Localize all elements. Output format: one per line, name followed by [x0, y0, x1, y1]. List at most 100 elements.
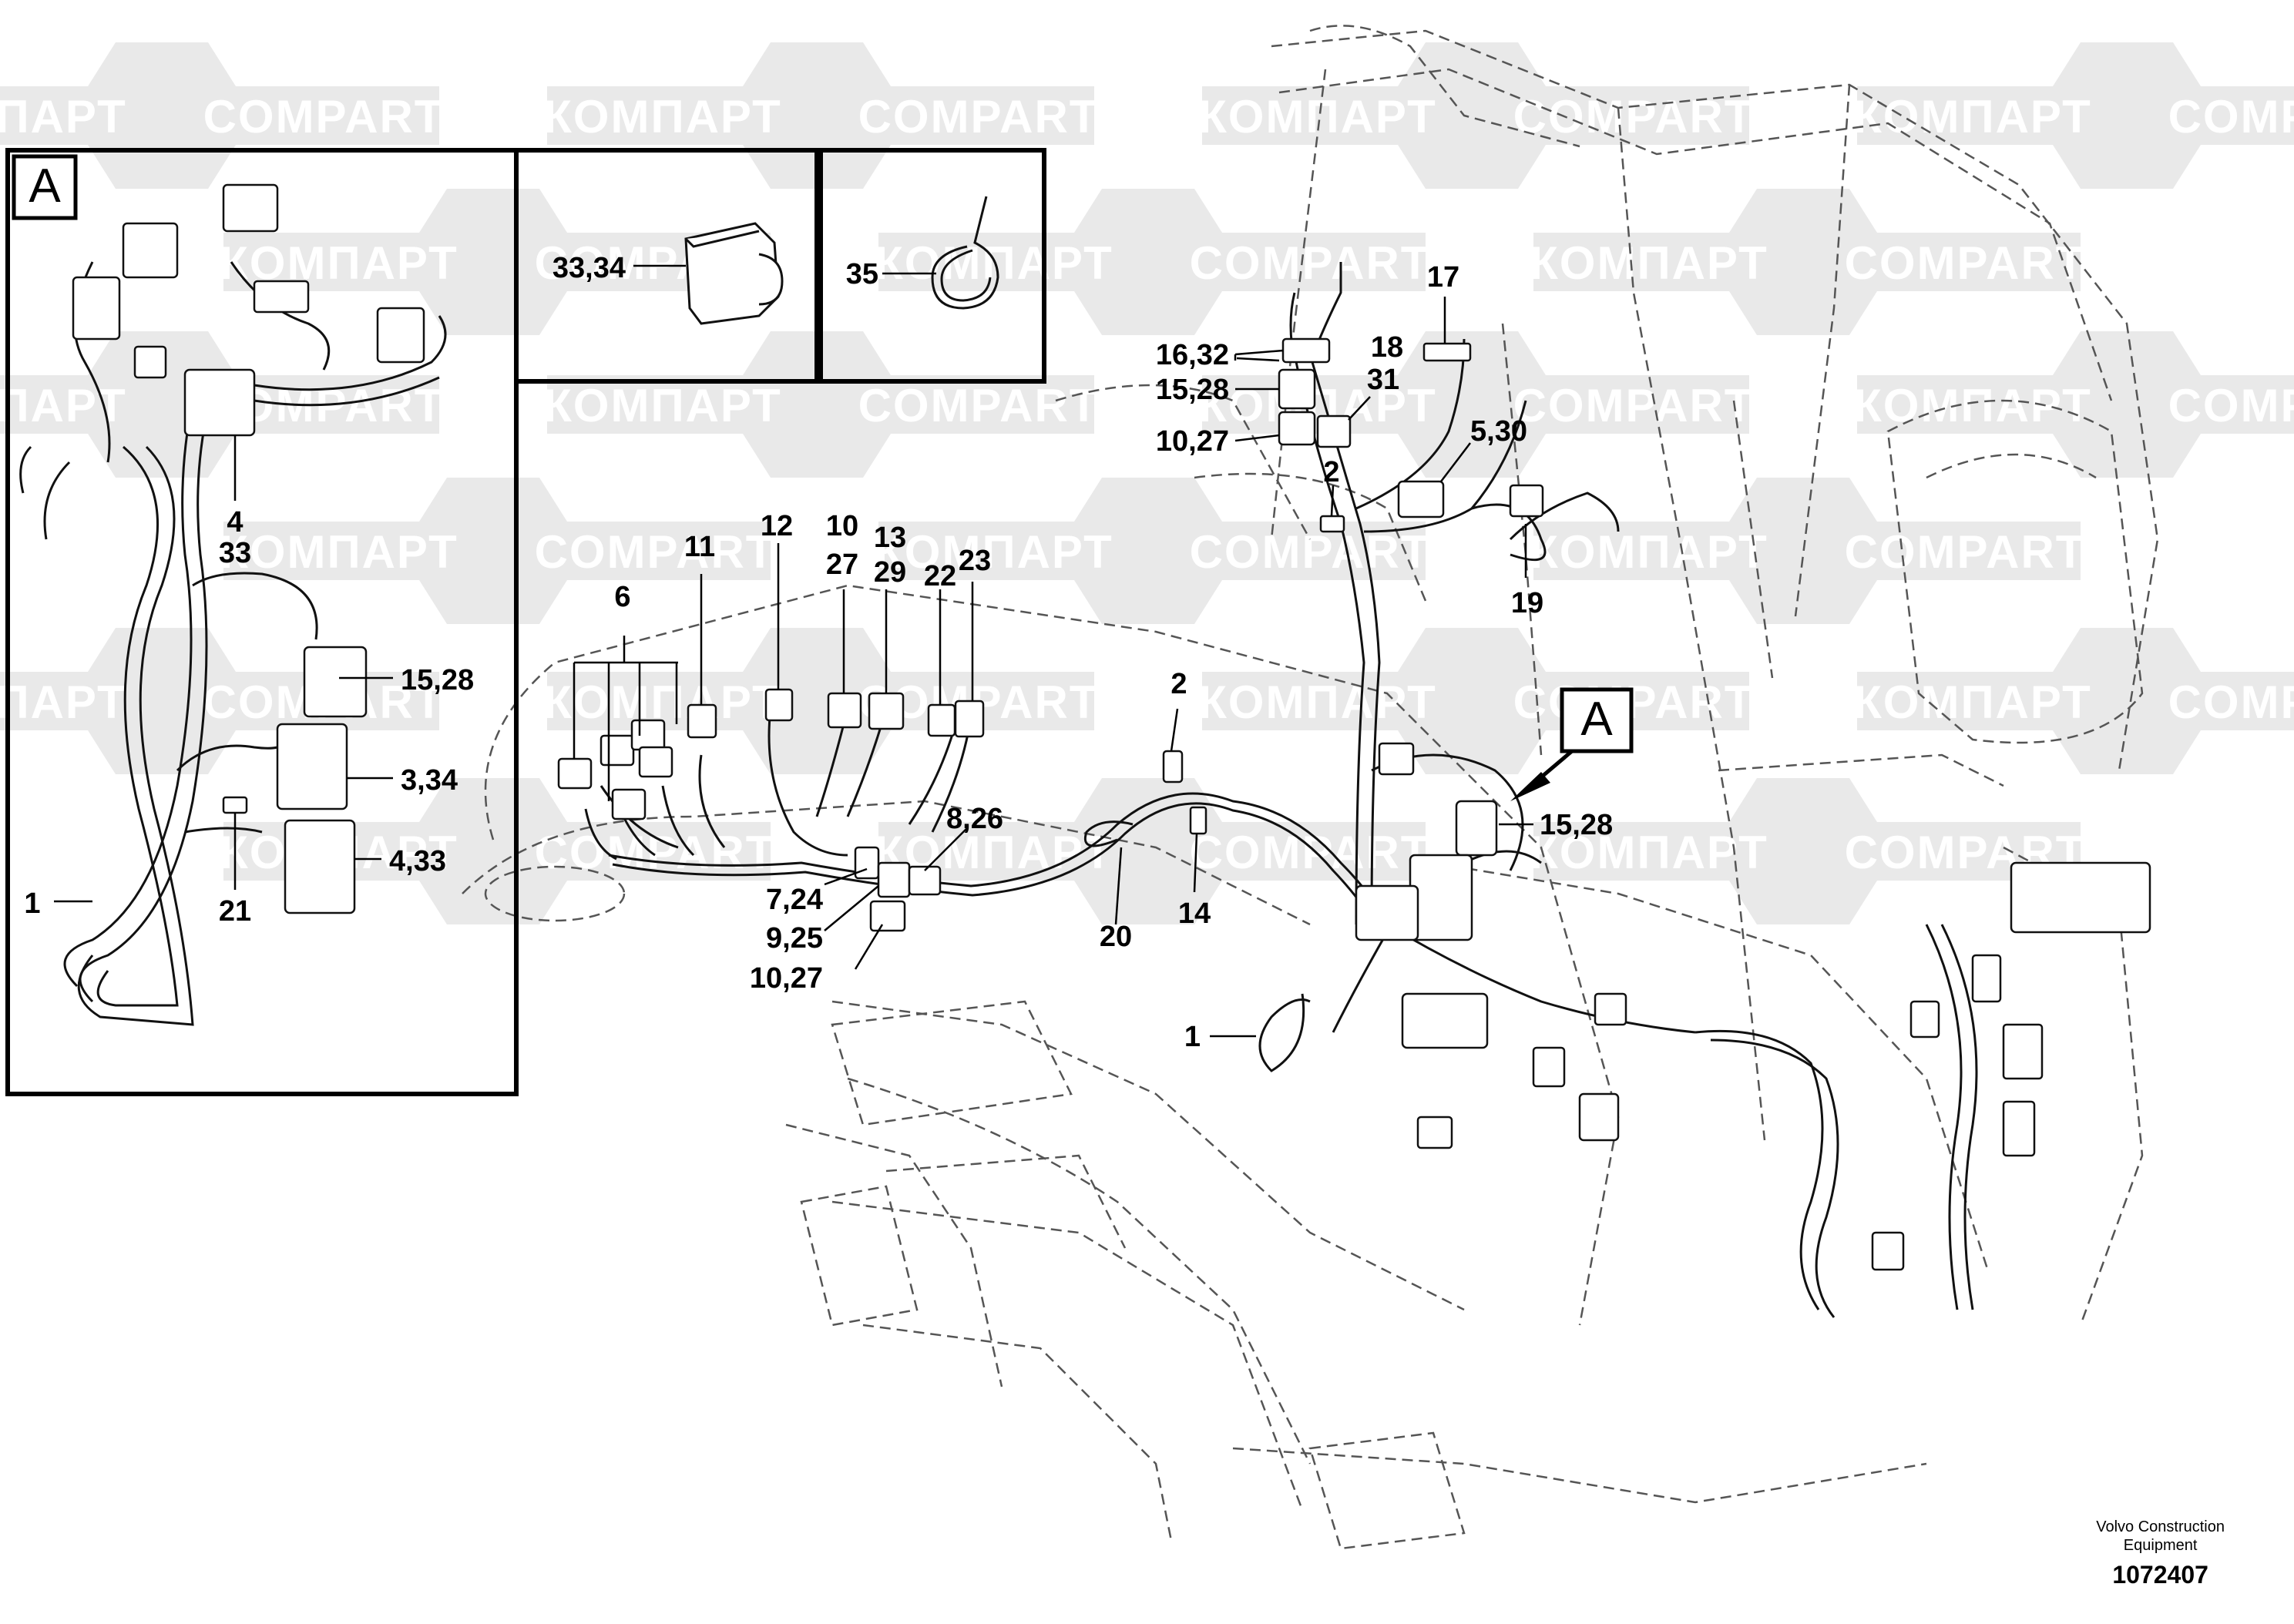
callout-label: 18	[1371, 331, 1403, 364]
watermark-word: КОМПАРТ	[0, 676, 127, 728]
callout-label: 8,26	[946, 803, 1003, 835]
brand-line-2: Equipment	[2123, 1537, 2198, 1554]
inset-a-labels: 4 33 15,28 3,34 4,33 21 1	[24, 506, 474, 928]
callout-label: 10,27	[1156, 425, 1229, 458]
callout-label: 14	[1178, 898, 1211, 930]
machine-outline	[462, 25, 2159, 1550]
watermark-word: COMPART	[2168, 91, 2294, 143]
watermark-emblem: КОМПАРТ COMPART	[220, 478, 776, 624]
callout-label: 6	[614, 581, 630, 613]
watermark-emblem: КОМПАРТ COMPART	[1530, 478, 2086, 624]
callout-label: 3,34	[401, 764, 458, 797]
callout-label: 20	[1100, 921, 1132, 953]
callout-label: 7,24	[766, 884, 823, 916]
watermark-word: COMPART	[1845, 526, 2086, 578]
inset-a-tag: A	[29, 159, 61, 213]
watermark-word: КОМПАРТ	[1530, 237, 1768, 289]
callout-label: 19	[1511, 587, 1543, 619]
watermark-word: КОМПАРТ	[1198, 676, 1437, 728]
watermark-word: КОМПАРТ	[0, 91, 127, 143]
callout-label: 15,28	[401, 664, 474, 696]
callout-label: 2	[1171, 668, 1187, 700]
document-number: 1072407	[2112, 1561, 2208, 1589]
main-a-callout	[1510, 687, 1634, 801]
callout-label: 1	[1184, 1021, 1201, 1053]
callout-label: 16,32	[1156, 339, 1229, 371]
main-labels: 17 16,32 18 31 15,28 10,27 5,30 2 19 11 …	[614, 261, 1613, 1053]
watermark-word: COMPART	[2168, 380, 2294, 431]
callout-label: 13	[874, 522, 906, 554]
callout-label: 29	[874, 556, 906, 589]
main-harness	[584, 262, 1978, 1318]
watermark-word: COMPART	[1845, 237, 2086, 289]
watermark-emblem: КОМПАРТ COMPART	[1853, 42, 2294, 189]
watermark-word: COMPART	[1190, 237, 1431, 289]
watermark-word: КОМПАРТ	[875, 526, 1113, 578]
watermark-word: КОМПАРТ	[1853, 676, 2092, 728]
callout-label: 10,27	[750, 962, 823, 995]
watermark-word: КОМПАРТ	[543, 380, 782, 431]
inset-a-harness	[19, 261, 447, 1026]
callout-label: 5,30	[1470, 415, 1527, 448]
callout-label: 12	[761, 510, 793, 542]
watermark-word: КОМПАРТ	[1853, 380, 2092, 431]
callout-label: 27	[826, 549, 858, 581]
brand-line-1: Volvo Construction	[2096, 1518, 2225, 1535]
callout-label: 4	[227, 506, 243, 539]
watermark-word: КОМПАРТ	[543, 676, 782, 728]
callout-label: 9,25	[766, 922, 823, 955]
callout-label: 4,33	[389, 845, 446, 877]
watermark-emblem: КОМПАРТ COMPART	[875, 478, 1431, 624]
callout-label: 11	[684, 531, 715, 563]
inset-a-connectors	[72, 183, 425, 914]
watermark-word: КОМПАРТ	[220, 526, 458, 578]
callout-label: 1	[24, 887, 40, 920]
leader-lines	[54, 264, 1533, 1038]
watermark-word: COMPART	[1190, 827, 1431, 878]
callout-label: 33	[219, 537, 251, 569]
watermark-emblem: КОМПАРТ COMPART	[1530, 189, 2086, 335]
footer-block: Volvo Construction Equipment 1072407	[2096, 1518, 2225, 1589]
main-a-tag: A	[1580, 693, 1613, 746]
watermark-word: COMPART	[203, 91, 445, 143]
watermark-word: КОМПАРТ	[543, 91, 782, 143]
watermark-word: КОМПАРТ	[1530, 526, 1768, 578]
watermark-emblem: КОМПАРТ COMPART	[1853, 331, 2294, 478]
callout-label: 15,28	[1540, 809, 1613, 841]
callout-label: 2	[1323, 456, 1339, 488]
main-connectors	[557, 337, 2151, 1271]
watermark-word: COMPART	[1513, 676, 1755, 728]
watermark-layer: КОМПАРТ COMPART КОМПАРТ COMPART КОМПАРТ COMPA…	[0, 42, 2294, 924]
boot-part	[684, 222, 784, 325]
watermark-word: COMPART	[858, 91, 1100, 143]
watermark-emblem: КОМПАРТ COMPART	[875, 189, 1431, 335]
watermark-word: КОМПАРТ	[875, 237, 1113, 289]
watermark-word: COMPART	[535, 526, 776, 578]
watermark-word: КОМПАРТ	[1530, 827, 1768, 878]
callout-label: 23	[959, 545, 991, 577]
callout-label: 22	[924, 560, 956, 592]
watermark-word: COMPART	[1513, 380, 1755, 431]
watermark-word: COMPART	[1513, 91, 1755, 143]
callout-label: 17	[1427, 261, 1459, 294]
cable-tie-part	[931, 196, 999, 310]
callout-label: 15,28	[1156, 374, 1229, 406]
callout-label: 35	[846, 258, 878, 290]
watermark-word: КОМПАРТ	[1853, 91, 2092, 143]
callout-label: 10	[826, 510, 858, 542]
inset-a-tag-box	[12, 154, 78, 220]
callout-label: 21	[219, 895, 251, 928]
callout-label: 33,34	[553, 252, 626, 284]
inset-frames	[5, 148, 1046, 1096]
watermark-word: COMPART	[1190, 526, 1431, 578]
